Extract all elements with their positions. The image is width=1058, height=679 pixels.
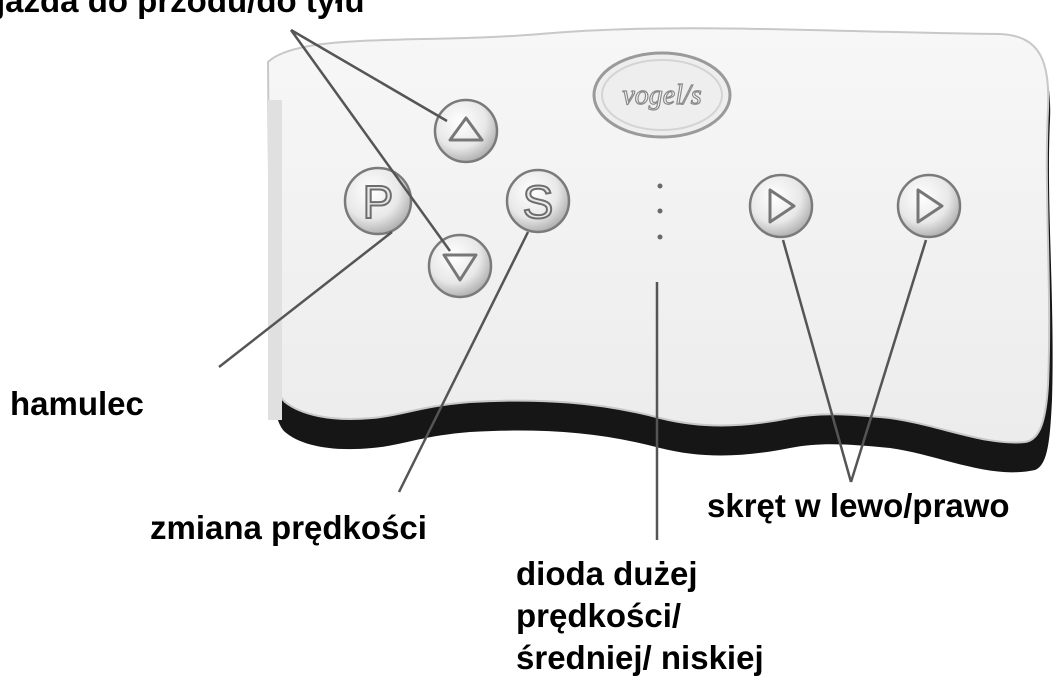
turn-label: skręt w lewo/prawo [707, 486, 1010, 526]
backward-button[interactable] [429, 235, 491, 297]
brake-label: hamulec [10, 384, 144, 424]
led-medium [658, 209, 663, 214]
turn-left-button[interactable] [750, 175, 812, 237]
led-high [658, 184, 663, 189]
speed-change-label: zmiana prędkości [150, 508, 427, 548]
speed-led-label: dioda dużej prędkości/ średniej/ niskiej [516, 553, 764, 679]
forward-backward-label: jazda do przodu/do tyłu [0, 0, 364, 21]
speed-led-label-line: prędkości/ [516, 595, 764, 637]
brake-button[interactable]: P [345, 168, 411, 234]
led-low [658, 235, 663, 240]
forward-button[interactable] [435, 100, 497, 162]
turn-right-button[interactable] [898, 175, 960, 237]
brand-logo: vogel/s [594, 53, 730, 137]
speed-button[interactable]: S [507, 170, 569, 232]
speed-button-symbol: S [523, 176, 554, 228]
brake-button-symbol: P [363, 176, 394, 228]
speed-led-label-line: dioda dużej [516, 553, 764, 595]
panel-edge-shade [268, 100, 282, 420]
brand-logo-text: vogel/s [622, 80, 701, 111]
